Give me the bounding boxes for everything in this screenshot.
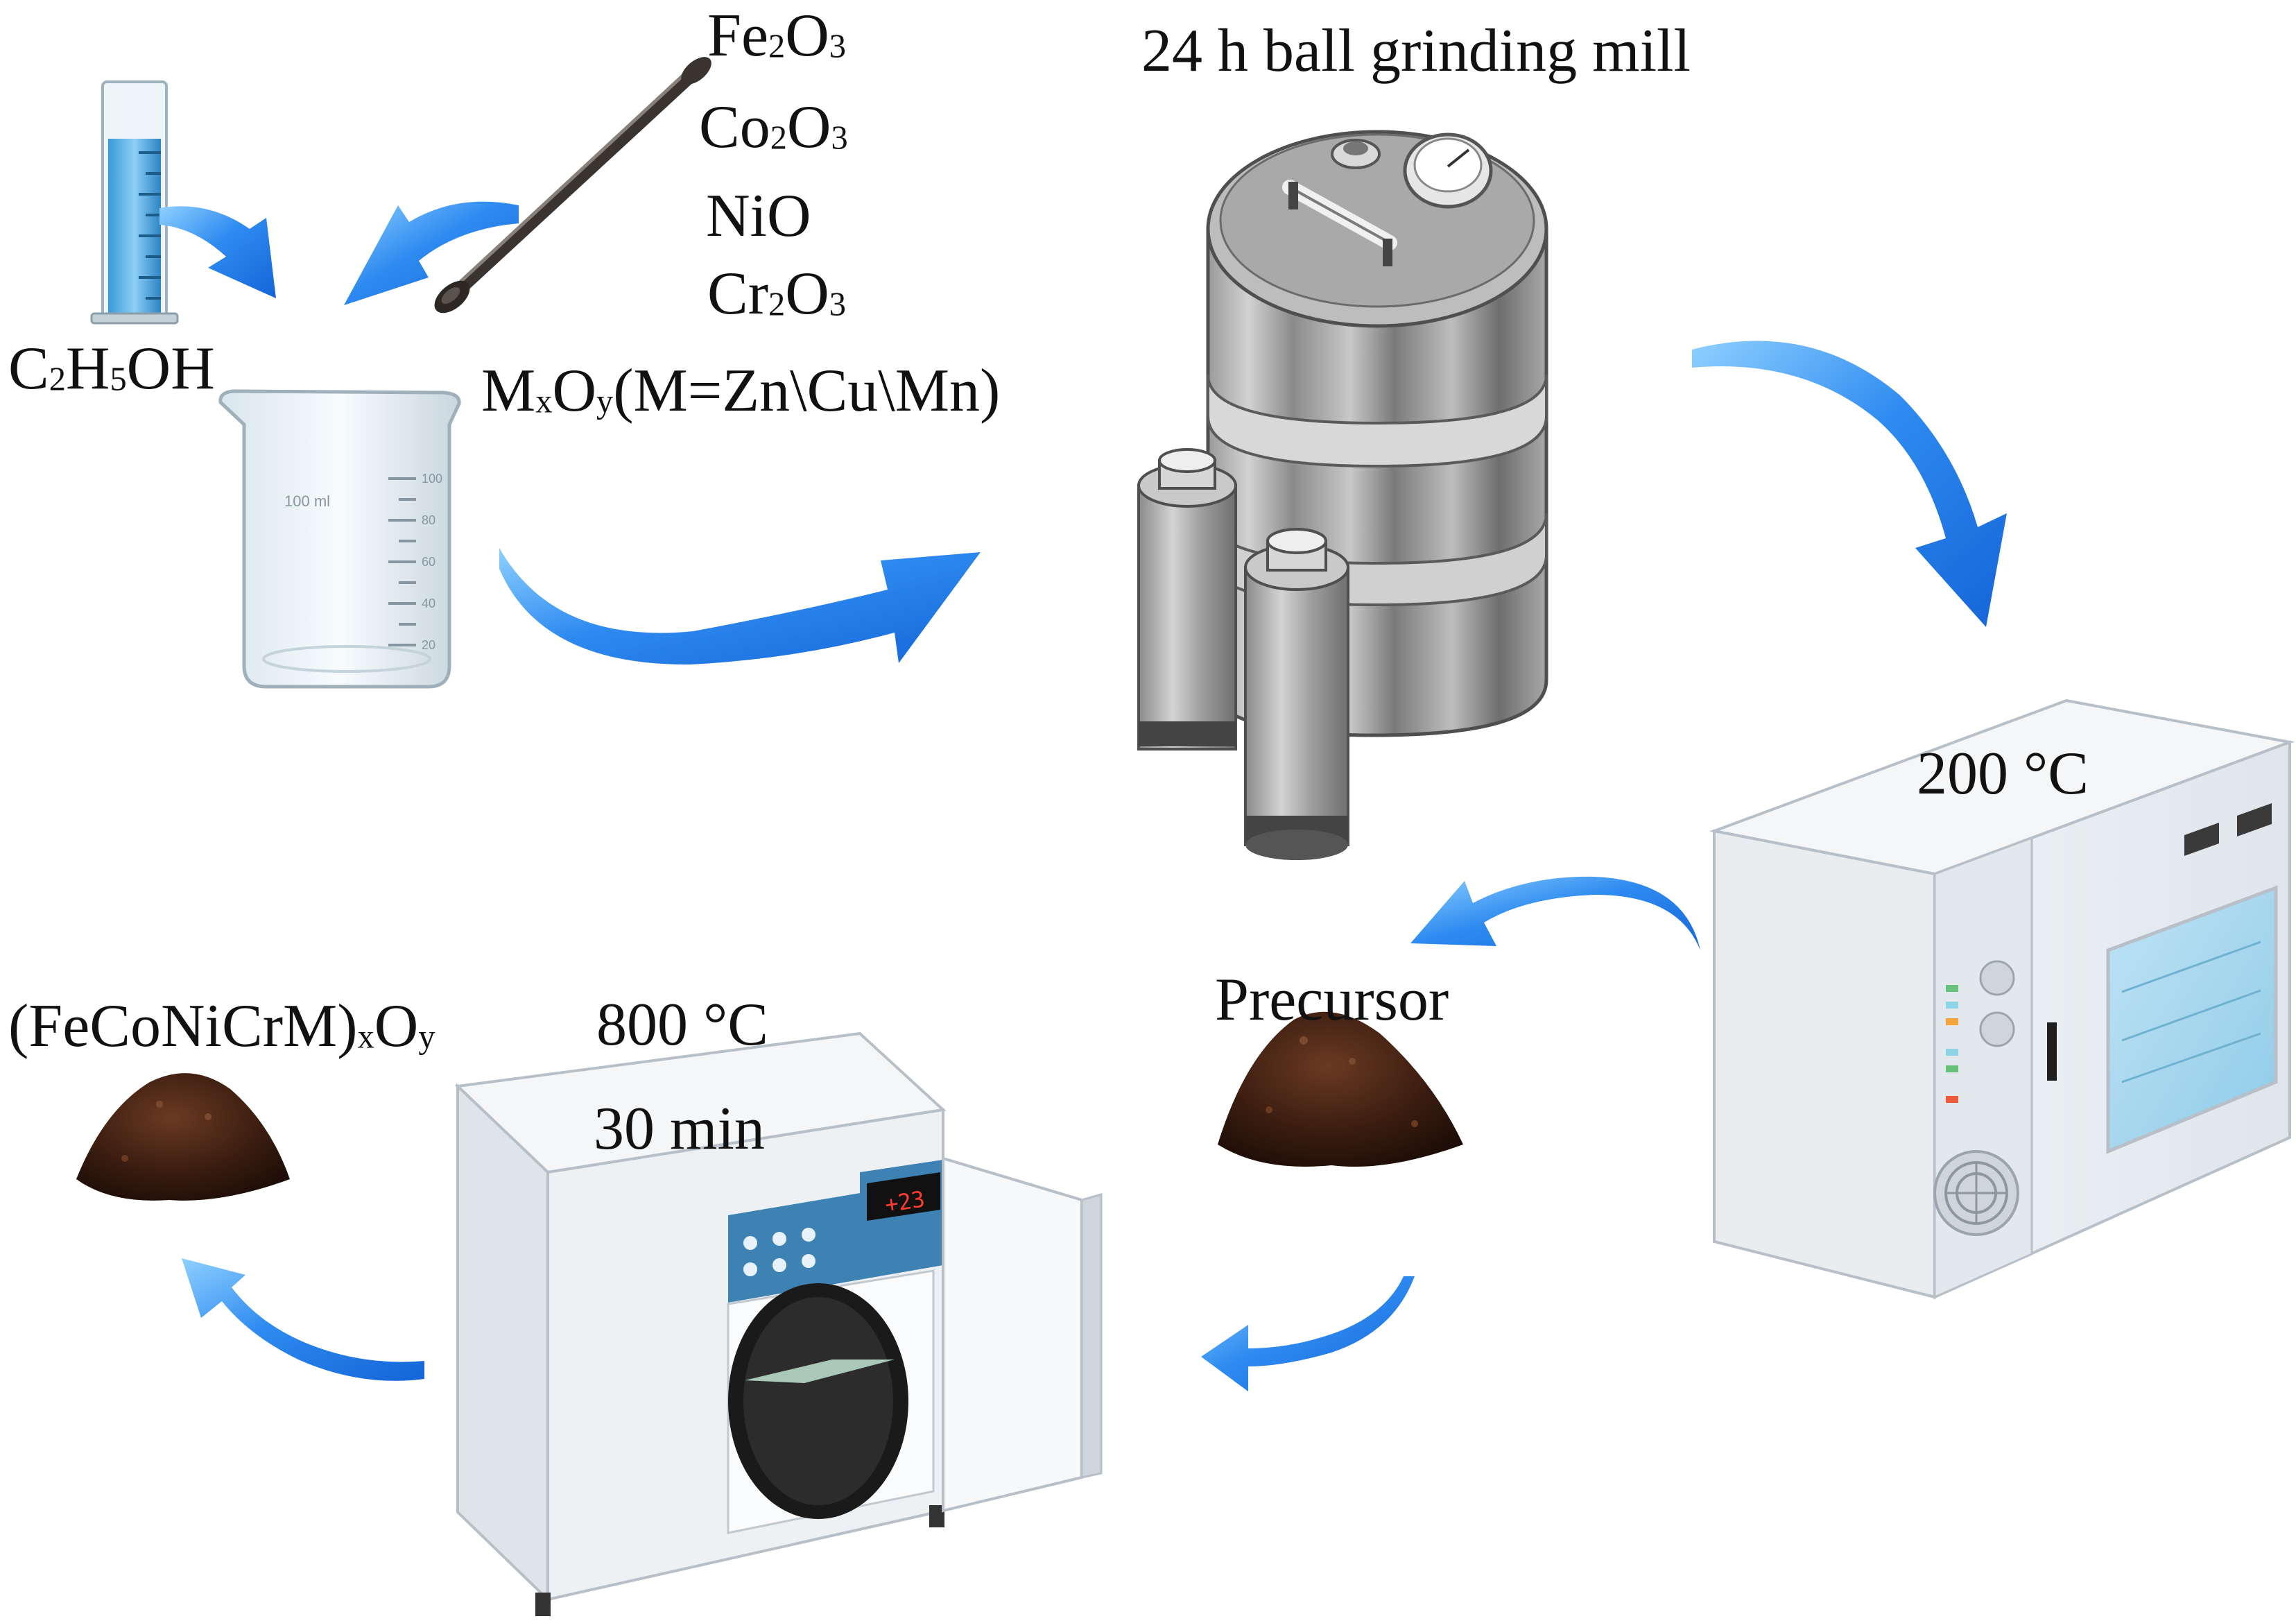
arrow-spatula-to-beaker	[344, 201, 519, 305]
product-powder	[76, 1073, 290, 1201]
cr2o3-label: Cr2O3	[707, 260, 846, 327]
grinding-jar-back	[1137, 448, 1237, 751]
ethanol-label: C2H5OH	[8, 335, 215, 402]
arrow-precursor-to-furnace	[1201, 1276, 1415, 1391]
grinding-jar-front	[1244, 528, 1349, 860]
precursor-powder	[1218, 1011, 1463, 1167]
furnace-temperature-label: 800 °C	[596, 991, 768, 1058]
furnace-time-label: 30 min	[594, 1095, 765, 1163]
beaker-tick-80: 80	[422, 513, 435, 527]
mxoy-label: MxOy(M=Zn\Cu\Mn)	[481, 357, 1001, 424]
fe2o3-label: Fe2O3	[707, 2, 846, 69]
nio-label: NiO	[706, 182, 811, 250]
drying-oven	[1709, 698, 2295, 1300]
precursor-label: Precursor	[1215, 966, 1449, 1034]
ball-mill-label: 24 h ball grinding mill	[1141, 17, 1691, 85]
beaker-tick-100: 100	[422, 472, 442, 486]
arrow-furnace-to-product	[182, 1258, 424, 1381]
muffle-furnace: +23	[454, 1031, 1103, 1616]
arrow-beaker-to-mill	[499, 548, 981, 665]
graduated-cylinder	[90, 80, 179, 325]
furnace-display: +23	[883, 1185, 926, 1218]
beaker: 100 ml 100 80 60 40 20	[218, 389, 461, 689]
oven-temperature-label: 200 °C	[1917, 740, 2089, 807]
beaker-tick-60: 60	[422, 555, 435, 569]
product-label: (FeCoNiCrM)xOy	[8, 993, 435, 1060]
arrow-oven-to-precursor	[1410, 876, 1700, 950]
arrow-mill-to-oven	[1692, 341, 2007, 627]
beaker-volume-mark: 100 ml	[284, 492, 330, 510]
arrow-cylinder-to-beaker	[159, 206, 276, 298]
beaker-tick-20: 20	[422, 638, 435, 652]
beaker-tick-40: 40	[422, 597, 435, 610]
spatula	[434, 57, 711, 314]
co2o3-label: Co2O3	[699, 94, 848, 161]
